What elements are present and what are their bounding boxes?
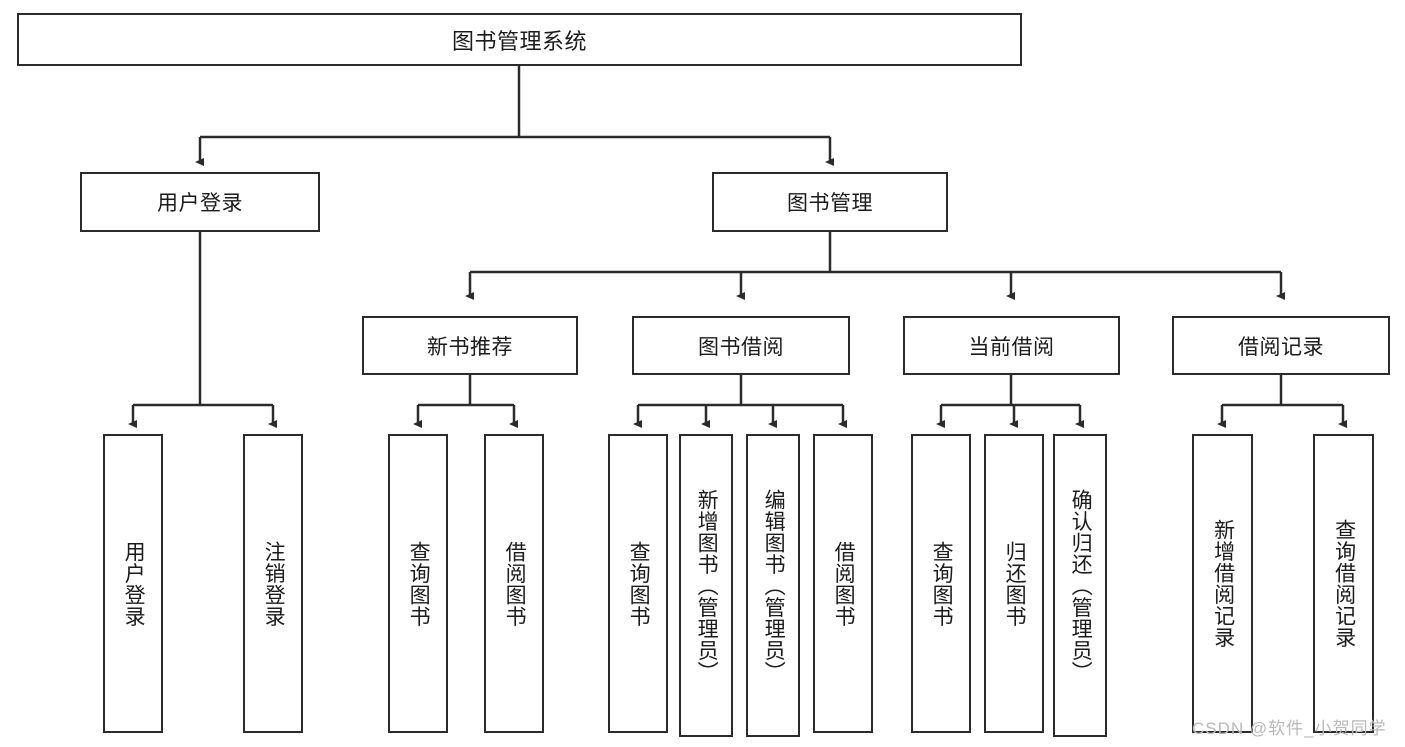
node-borrow-record-label: 借阅记录 bbox=[1238, 335, 1324, 359]
node-leaf-query-book-3-label: 查询图书 bbox=[930, 540, 954, 627]
node-leaf-borrow-book-2-label: 借阅图书 bbox=[832, 540, 856, 627]
node-leaf-add-borrow-record[interactable]: 新增借阅记录 bbox=[1192, 434, 1253, 733]
node-leaf-return-book-label: 归还图书 bbox=[1003, 540, 1027, 627]
node-leaf-add-book-admin[interactable]: 新增图书（管理员） bbox=[679, 434, 733, 737]
node-leaf-borrow-book-1-label: 借阅图书 bbox=[503, 540, 527, 627]
node-borrow-record[interactable]: 借阅记录 bbox=[1172, 316, 1390, 375]
node-leaf-edit-book-admin[interactable]: 编辑图书（管理员） bbox=[746, 434, 800, 737]
node-root[interactable]: 图书管理系统 bbox=[17, 13, 1022, 66]
node-leaf-query-book-2-label: 查询图书 bbox=[627, 540, 651, 627]
node-leaf-user-logout[interactable]: 注销登录 bbox=[243, 434, 303, 733]
node-leaf-confirm-return-admin-label: 确认归还（管理员） bbox=[1069, 488, 1093, 683]
node-leaf-query-book-2[interactable]: 查询图书 bbox=[608, 434, 668, 733]
node-book-manage-label: 图书管理 bbox=[787, 192, 873, 215]
node-root-label: 图书管理系统 bbox=[451, 28, 587, 54]
node-book-manage[interactable]: 图书管理 bbox=[712, 172, 948, 232]
node-leaf-query-borrow-record[interactable]: 查询借阅记录 bbox=[1313, 434, 1374, 733]
node-leaf-query-book-1[interactable]: 查询图书 bbox=[388, 434, 448, 733]
node-leaf-add-book-admin-label: 新增图书（管理员） bbox=[695, 488, 719, 683]
node-leaf-confirm-return-admin[interactable]: 确认归还（管理员） bbox=[1053, 434, 1107, 737]
node-leaf-user-login-label: 用户登录 bbox=[122, 540, 146, 627]
node-new-book-rec[interactable]: 新书推荐 bbox=[362, 316, 578, 375]
node-leaf-add-borrow-record-label: 新增借阅记录 bbox=[1211, 519, 1235, 648]
csdn-watermark: CSDN @软件_小贺同学 bbox=[1192, 719, 1387, 738]
node-book-borrow-label: 图书借阅 bbox=[698, 335, 784, 359]
node-current-borrow[interactable]: 当前借阅 bbox=[903, 316, 1120, 375]
node-leaf-borrow-book-2[interactable]: 借阅图书 bbox=[813, 434, 873, 733]
node-leaf-user-login[interactable]: 用户登录 bbox=[103, 434, 163, 733]
node-leaf-query-book-1-label: 查询图书 bbox=[407, 540, 431, 627]
node-leaf-query-borrow-record-label: 查询借阅记录 bbox=[1332, 519, 1356, 648]
node-leaf-borrow-book-1[interactable]: 借阅图书 bbox=[484, 434, 544, 733]
node-leaf-user-logout-label: 注销登录 bbox=[262, 540, 286, 627]
node-current-borrow-label: 当前借阅 bbox=[968, 335, 1055, 359]
node-book-borrow[interactable]: 图书借阅 bbox=[632, 316, 850, 375]
node-user-login[interactable]: 用户登录 bbox=[80, 172, 320, 232]
node-leaf-return-book[interactable]: 归还图书 bbox=[984, 434, 1044, 733]
node-new-book-rec-label: 新书推荐 bbox=[427, 335, 513, 359]
node-leaf-edit-book-admin-label: 编辑图书（管理员） bbox=[762, 488, 786, 683]
node-leaf-query-book-3[interactable]: 查询图书 bbox=[911, 434, 971, 733]
node-user-login-label: 用户登录 bbox=[157, 192, 243, 215]
